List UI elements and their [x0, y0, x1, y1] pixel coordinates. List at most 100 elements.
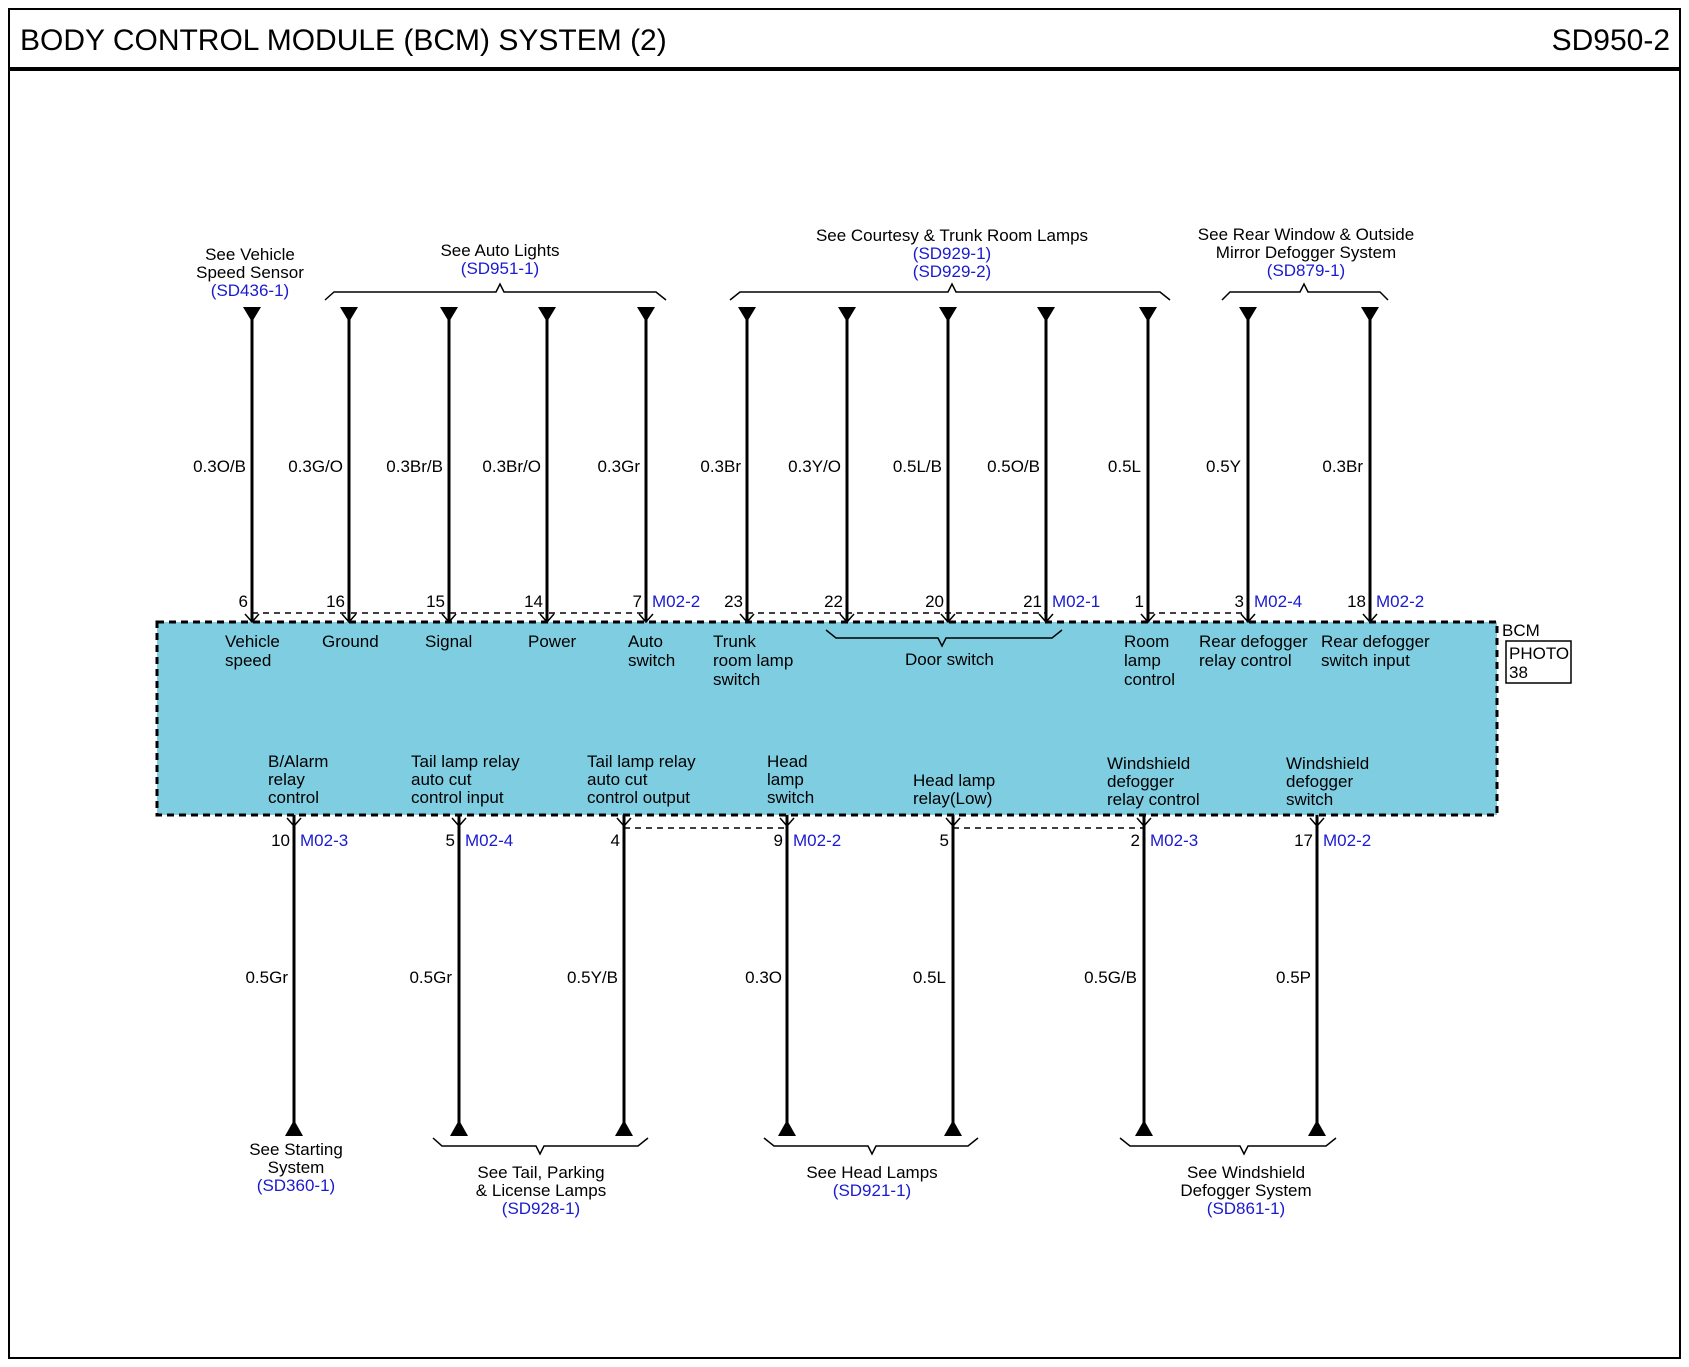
top-function-9-line-1: Rear defogger: [1199, 632, 1308, 651]
top-function-10-line-2: switch input: [1321, 651, 1410, 670]
top-function-6-line-3: switch: [713, 670, 760, 689]
top-connector-12: M02-2: [1376, 592, 1424, 611]
top-ref-3-link-1: (SD929-1): [913, 244, 991, 263]
top-wire-label-3: 0.3Br/B: [386, 457, 443, 476]
bottom-braces: [432, 1137, 1337, 1156]
top-function-7-line-1: Door switch: [905, 650, 994, 669]
top-wire-label-9: 0.5O/B: [987, 457, 1040, 476]
top-wire-arrow-1: [243, 307, 261, 322]
top-wire-label-6: 0.3Br: [700, 457, 741, 476]
top-ref-1-text-2: Speed Sensor: [196, 263, 304, 282]
top-pin-number-12: 18: [1347, 592, 1366, 611]
top-pin-notch-6: [739, 613, 755, 624]
bottom-wire-label-6: 0.5G/B: [1084, 968, 1137, 987]
top-braces: [324, 282, 1389, 648]
bottom-pin-number-5: 5: [940, 831, 949, 850]
bottom-ref-1-text-1: See Starting: [249, 1140, 343, 1159]
bottom-function-5-line-1: Head lamp: [913, 771, 995, 790]
bottom-ref-4-text-1: See Windshield: [1187, 1163, 1305, 1182]
top-function-6-line-2: room lamp: [713, 651, 793, 670]
bottom-connector-1: M02-3: [300, 831, 348, 850]
bottom-wire-label-2: 0.5Gr: [409, 968, 452, 987]
bottom-wire-arrow-3: [615, 1120, 633, 1136]
brace-tail-lamps: [432, 1137, 649, 1156]
bottom-connector-6: M02-3: [1150, 831, 1198, 850]
brace-windshield-defogger: [1119, 1137, 1337, 1156]
top-pin-number-5: 7: [633, 592, 642, 611]
top-wire-label-2: 0.3G/O: [288, 457, 343, 476]
connector-dash-lines: [252, 612, 1248, 829]
top-pin-notch-8: [940, 613, 956, 624]
bcm-photo-number: 38: [1509, 663, 1528, 682]
bottom-wire-label-3: 0.5Y/B: [567, 968, 618, 987]
top-pin-notch-11: [1240, 613, 1256, 624]
top-pin-notch-10: [1140, 613, 1156, 624]
top-function-5-line-1: Auto: [628, 632, 663, 651]
page-code: SD950-2: [1552, 24, 1670, 57]
brace-rear-window: [1221, 282, 1389, 301]
bcm-photo-label: PHOTO: [1509, 644, 1569, 663]
bottom-pin-notch-4: [779, 817, 795, 828]
top-ref-2-link-1: (SD951-1): [461, 259, 539, 278]
bottom-function-2-line-2: auto cut: [411, 770, 472, 789]
bottom-function-2-line-1: Tail lamp relay: [411, 752, 520, 771]
brace-head-lamps: [763, 1137, 979, 1156]
bottom-ref-4-text-2: Defogger System: [1180, 1181, 1311, 1200]
sheet-border: [8, 8, 1681, 1359]
top-pin-notch-7: [839, 613, 855, 624]
bottom-pin-notch-7: [1309, 817, 1325, 828]
top-function-2-line-1: Ground: [322, 632, 379, 651]
top-pin-notch-1: [244, 613, 260, 624]
top-pin-number-8: 20: [925, 592, 944, 611]
top-wire-arrow-10: [1139, 307, 1157, 322]
top-pin-number-10: 1: [1135, 592, 1144, 611]
bottom-pin-number-3: 4: [611, 831, 620, 850]
top-pin-notch-3: [441, 613, 457, 624]
bottom-function-3-line-3: control output: [587, 788, 690, 807]
top-wire-arrow-8: [939, 307, 957, 322]
top-function-10-line-1: Rear defogger: [1321, 632, 1430, 651]
bottom-function-4-line-1: Head: [767, 752, 808, 771]
top-pin-notch-9: [1038, 613, 1054, 624]
top-wire-label-8: 0.5L/B: [893, 457, 942, 476]
top-wire-arrow-11: [1239, 307, 1257, 322]
bottom-ref-1-text-2: System: [268, 1158, 325, 1177]
bottom-function-6-line-2: defogger: [1107, 772, 1174, 791]
bottom-wire-arrow-4: [778, 1120, 796, 1136]
top-wire-arrow-4: [538, 307, 556, 322]
top-function-1-line-2: speed: [225, 651, 271, 670]
top-function-5-line-2: switch: [628, 651, 675, 670]
top-wire-label-12: 0.3Br: [1322, 457, 1363, 476]
bottom-function-2-line-3: control input: [411, 788, 504, 807]
bottom-wire-arrow-1: [285, 1120, 303, 1136]
bottom-pin-notch-5: [945, 817, 961, 828]
bottom-function-7-line-3: switch: [1286, 790, 1333, 809]
bottom-pin-notch-3: [616, 817, 632, 828]
bottom-wire-label-7: 0.5P: [1276, 968, 1311, 987]
top-function-9-line-2: relay control: [1199, 651, 1292, 670]
top-connector-5: M02-2: [652, 592, 700, 611]
bottom-function-3-line-2: auto cut: [587, 770, 648, 789]
bottom-function-7-line-1: Windshield: [1286, 754, 1369, 773]
top-pin-notch-4: [539, 613, 555, 624]
bottom-ref-3-link-1: (SD921-1): [833, 1181, 911, 1200]
top-function-8-line-1: Room: [1124, 632, 1169, 651]
bottom-ref-3-text-1: See Head Lamps: [806, 1163, 937, 1182]
top-function-8-line-3: control: [1124, 670, 1175, 689]
bottom-pin-notch-2: [451, 817, 467, 828]
top-connector-9: M02-1: [1052, 592, 1100, 611]
top-connector-11: M02-4: [1254, 592, 1302, 611]
top-ref-3-link-2: (SD929-2): [913, 262, 991, 281]
top-ref-3-text-1: See Courtesy & Trunk Room Lamps: [816, 226, 1088, 245]
bottom-pin-number-2: 5: [446, 831, 455, 850]
bottom-wire-arrow-7: [1308, 1120, 1326, 1136]
top-pin-notch-2: [341, 613, 357, 624]
bottom-connector-4: M02-2: [793, 831, 841, 850]
bottom-function-1-line-3: control: [268, 788, 319, 807]
top-ref-4-text-1: See Rear Window & Outside: [1198, 225, 1414, 244]
top-pin-number-9: 21: [1023, 592, 1042, 611]
bottom-function-1-line-2: relay: [268, 770, 305, 789]
top-wire-arrow-5: [637, 307, 655, 322]
